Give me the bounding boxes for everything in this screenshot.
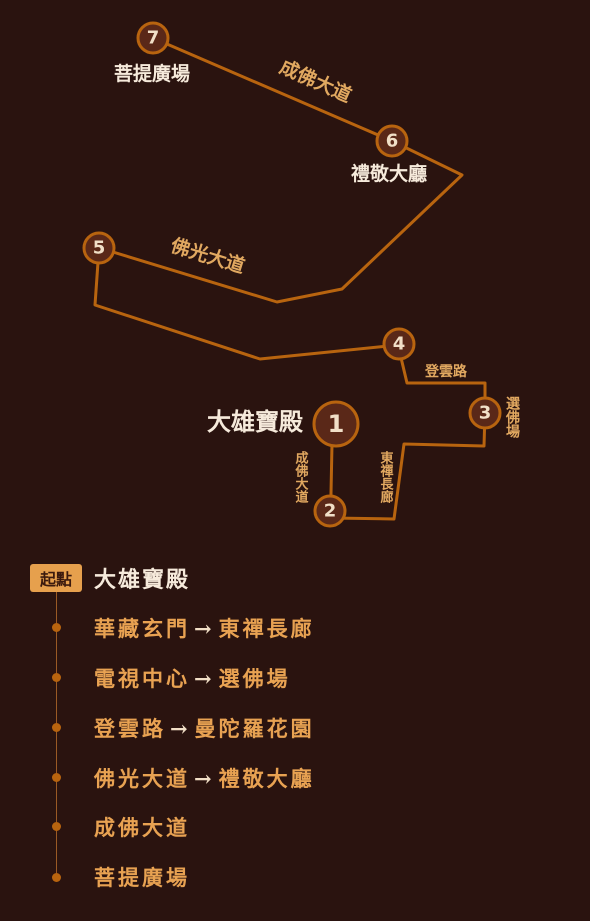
road-dongchan: 東禪長廊 (378, 450, 395, 504)
road-chengfo-upper: 成佛大道 (276, 55, 355, 107)
svg-text:1: 1 (328, 410, 345, 438)
legend-timeline (56, 590, 57, 880)
label-bodhi-square: 菩提廣場 (114, 62, 190, 85)
legend-step-1: 華藏玄門→東禪長廊 (94, 616, 315, 641)
road-xuanfo: 選佛場 (504, 396, 521, 439)
svg-text:4: 4 (393, 334, 406, 355)
legend-dot (52, 873, 61, 882)
node-1[interactable]: 1 (312, 400, 360, 448)
road-chengfo-lower: 成佛大道 (293, 450, 310, 504)
label-homage-hall: 禮敬大廳 (351, 162, 427, 185)
legend-dot (52, 822, 61, 831)
start-name: 大雄寶殿 (94, 567, 191, 593)
label-main-shrine: 大雄寶殿 (207, 407, 304, 436)
route-map: 7 6 5 4 3 2 1 菩提廣場 禮敬大廳 大雄寶殿 成佛大道 佛光大道 登… (82, 21, 521, 528)
legend-dot (52, 723, 61, 732)
legend-dot (52, 673, 61, 682)
legend-step-5: 成佛大道 (94, 815, 190, 840)
legend-step-4: 佛光大道→禮敬大廳 (94, 766, 315, 791)
start-tag: 起點 (30, 564, 82, 592)
node-4[interactable]: 4 (382, 327, 416, 361)
legend-dot (52, 623, 61, 632)
svg-text:7: 7 (147, 28, 160, 49)
legend-step-3: 登雲路→曼陀羅花園 (94, 716, 315, 741)
svg-text:5: 5 (93, 238, 106, 259)
node-2[interactable]: 2 (313, 494, 347, 528)
road-dengyun: 登雲路 (424, 363, 468, 380)
legend-step-6: 菩提廣場 (94, 865, 190, 890)
svg-text:6: 6 (386, 131, 399, 152)
svg-text:3: 3 (479, 403, 492, 424)
node-3[interactable]: 3 (468, 396, 502, 430)
node-6[interactable]: 6 (375, 124, 409, 158)
node-5[interactable]: 5 (82, 231, 116, 265)
svg-text:2: 2 (324, 501, 337, 522)
route-path (93, 36, 487, 521)
legend-start-row: 起點 大雄寶殿 (30, 563, 190, 593)
node-7[interactable]: 7 (136, 21, 170, 55)
legend-step-2: 電視中心→選佛場 (94, 666, 291, 691)
legend-dot (52, 773, 61, 782)
